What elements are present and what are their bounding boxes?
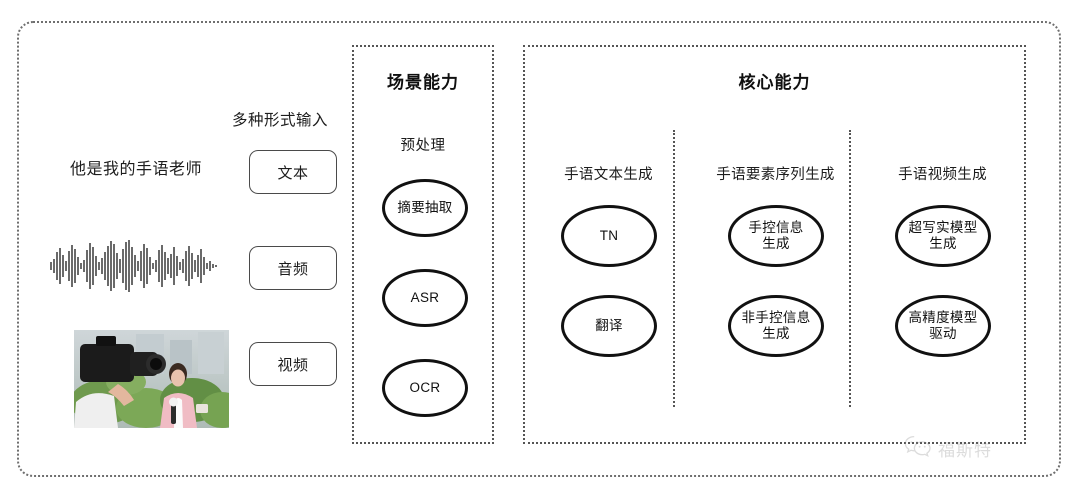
core-column-sign-video-generation: 手语视频生成 超写实模型 生成 高精度模型 驱动 [859, 47, 1026, 442]
column-divider-1 [673, 130, 675, 407]
sample-text-label: 他是我的手语老师 [69, 161, 202, 178]
core-column-label-0: 手语文本生成 [564, 167, 653, 183]
video-thumbnail-icon [74, 330, 229, 428]
outer-dotted-frame [17, 21, 1061, 477]
core-node-nonmanual-info-line2: 生成 [762, 326, 790, 341]
scene-panel-title: 场景能力 [387, 73, 459, 92]
scene-subsection-label: 预处理 [400, 138, 446, 154]
core-node-translation[interactable]: 翻译 [561, 295, 657, 357]
input-section-caption: 多种形式输入 [232, 112, 329, 129]
core-node-nonmanual-info-generation[interactable]: 非手控信息 生成 [728, 295, 824, 357]
core-node-high-precision-model-driving[interactable]: 高精度模型 驱动 [895, 295, 991, 357]
scene-node-asr[interactable]: ASR [382, 269, 468, 327]
core-node-manual-info-generation[interactable]: 手控信息 生成 [728, 205, 824, 267]
core-column-sign-text-generation: 手语文本生成 TN 翻译 [525, 47, 692, 442]
core-node-nonmanual-info-line1: 非手控信息 [741, 310, 811, 326]
scene-capability-panel: 场景能力 预处理 摘要抽取 ASR OCR [352, 45, 494, 444]
core-node-manual-info-line1: 手控信息 [748, 220, 804, 236]
core-node-high-precision-line2: 驱动 [929, 326, 957, 341]
scene-node-summary-extraction[interactable]: 摘要抽取 [382, 179, 468, 237]
core-node-hyperrealistic-line1: 超写实模型 [908, 220, 978, 236]
scene-node-ocr[interactable]: OCR [382, 359, 468, 417]
core-capability-panel: 核心能力 手语文本生成 TN 翻译 手语要素序列生成 手控信息 生成 非手控信息… [523, 45, 1026, 444]
core-column-sign-element-sequence-generation: 手语要素序列生成 手控信息 生成 非手控信息 生成 [692, 47, 859, 442]
input-section: 多种形式输入 他是我的手语老师 [24, 60, 344, 440]
core-column-label-2: 手语视频生成 [898, 167, 987, 183]
column-divider-2 [849, 130, 851, 407]
modality-button-text[interactable]: 文本 [249, 150, 337, 194]
watermark: 福斯特 [903, 434, 992, 463]
watermark-text: 福斯特 [938, 441, 992, 460]
modality-button-audio[interactable]: 音频 [249, 246, 337, 290]
core-node-hyperrealistic-line2: 生成 [929, 236, 957, 251]
audio-waveform-icon [46, 238, 226, 294]
core-node-tn[interactable]: TN [561, 205, 657, 267]
core-node-hyperrealistic-model-generation[interactable]: 超写实模型 生成 [895, 205, 991, 267]
core-column-label-1: 手语要素序列生成 [716, 167, 835, 183]
core-panel-title: 核心能力 [738, 73, 811, 92]
core-node-high-precision-line1: 高精度模型 [908, 310, 978, 326]
modality-button-video[interactable]: 视频 [249, 342, 337, 386]
core-node-manual-info-line2: 生成 [762, 236, 790, 251]
wechat-icon [903, 434, 933, 463]
